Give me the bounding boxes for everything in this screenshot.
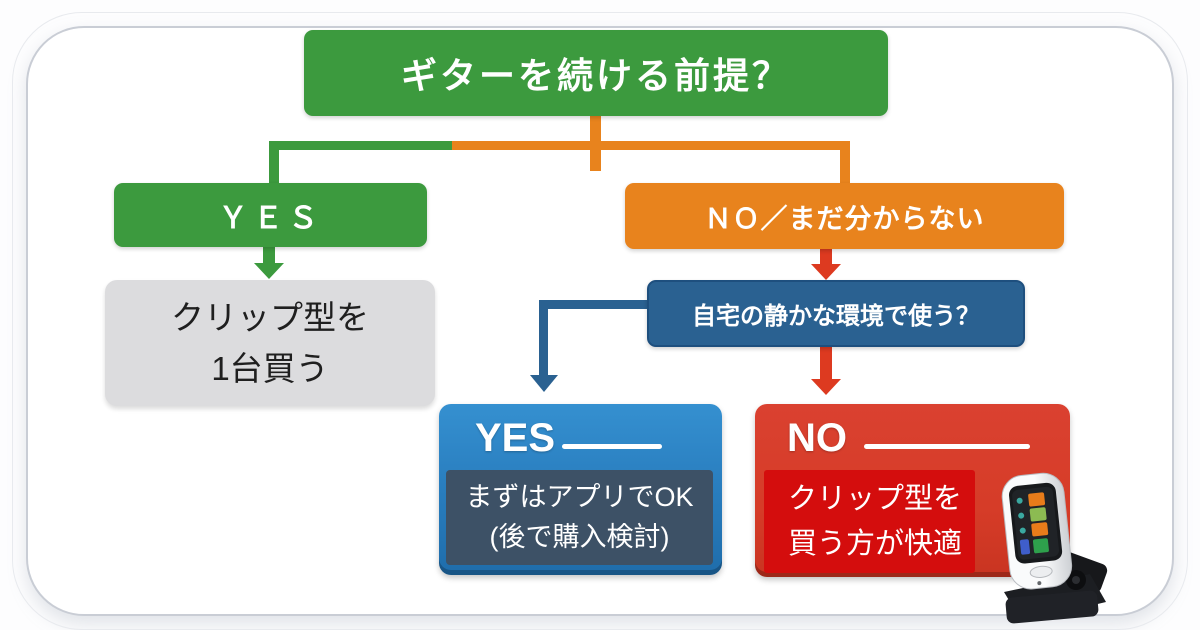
yes-branch-label: ＹＥＳ [218,202,323,235]
yes-result-line2: 1台買う [211,350,329,387]
subno-header: NO [787,416,847,460]
connector-subyes-horizontal [539,300,647,309]
flowchart-card: ギターを続ける前提？ ＹＥＳ ＮＯ／まだ分からない クリップ型を 1台買う 自宅… [12,12,1188,630]
connector-yes-shaft [263,247,275,264]
subyes-dash [562,444,662,449]
clip-tuner-image [1001,472,1108,624]
connector-subno-shaft [820,347,832,380]
connector-drop-yes [269,141,279,185]
connector-horizontal-orange [452,141,850,150]
yes-branch-box: ＹＥＳ [114,183,427,247]
yes-result-line1: クリップ型を [171,298,369,336]
root-question-label: ギターを続ける前提？ [400,55,791,96]
subno-panel: クリップ型を 買う方が快適 [764,470,975,573]
arrow-down-green-icon [254,263,284,279]
connector-horizontal-green [269,141,479,150]
subno-dash [864,444,1030,449]
connector-no-shaft [820,249,832,265]
connector-drop-no [840,141,850,185]
subno-line1: クリップ型を [788,482,963,515]
home-question-box: 自宅の静かな環境で使う？ [647,280,1025,347]
no-branch-label: ＮＯ／まだ分からない [704,203,985,234]
subyes-line2: (後で購入検討) [489,521,670,552]
connector-subyes-vertical [539,300,548,376]
subyes-panel: まずはアプリでOK (後で購入検討) [446,470,713,565]
yes-result-box: クリップ型を 1台買う [105,280,435,406]
subyes-line1: まずはアプリでOK [465,482,694,513]
arrow-down-red2-icon [811,379,841,395]
root-question-box: ギターを続ける前提？ [304,30,888,116]
subno-line2: 買う方が快適 [788,527,963,560]
subyes-header: YES [475,416,556,460]
home-question-label: 自宅の静かな環境で使う？ [692,303,980,330]
arrow-down-blue-icon [530,375,558,392]
subyes-result-box: YES まずはアプリでOK (後で購入検討) [439,404,722,575]
no-branch-box: ＮＯ／まだ分からない [625,183,1064,249]
arrow-down-red-icon [811,264,841,280]
